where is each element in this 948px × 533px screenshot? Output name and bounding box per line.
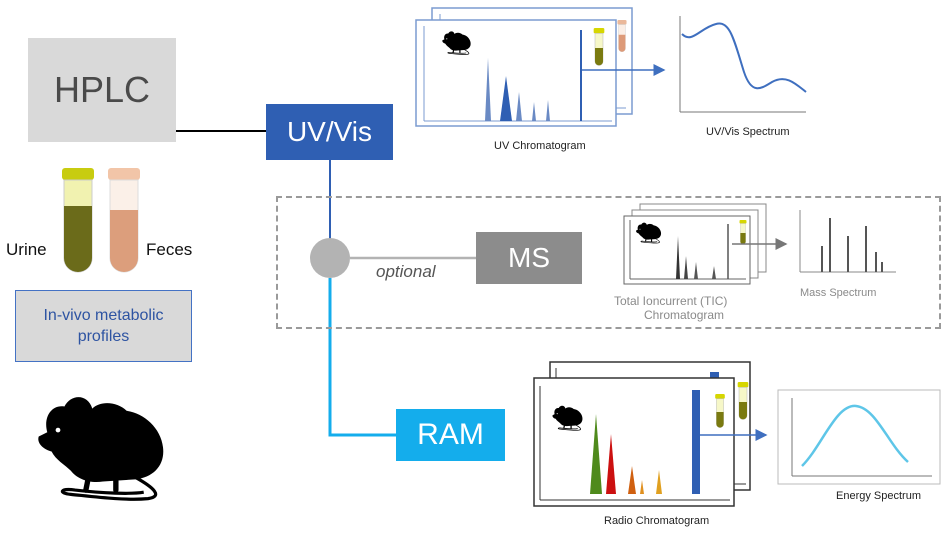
ms-box: MS bbox=[476, 232, 582, 284]
energy-spectrum-graphic bbox=[777, 389, 941, 485]
tic-label-line2: Chromatogram bbox=[644, 308, 725, 322]
hplc-box: HPLC bbox=[28, 38, 176, 142]
metabolic-profiles-box: In-vivo metabolic profiles bbox=[15, 290, 192, 362]
feces-label: Feces bbox=[146, 240, 193, 259]
uv-chromatogram-graphic bbox=[415, 7, 666, 127]
mass-spectrum-label: Mass Spectrum bbox=[800, 287, 877, 299]
rat-icon bbox=[38, 397, 163, 499]
radio-chromatogram-graphic bbox=[533, 361, 768, 507]
urine-tube-icon bbox=[62, 168, 94, 273]
ram-connector bbox=[328, 278, 396, 437]
energy-spectrum-label: Energy Spectrum bbox=[836, 490, 921, 502]
ram-box: RAM bbox=[396, 409, 505, 461]
uv-spectrum-graphic bbox=[679, 16, 807, 113]
tic-chromatogram-graphic bbox=[623, 203, 788, 285]
tic-label-line1: Total Ioncurrent (TIC) bbox=[614, 294, 728, 308]
mass-spectrum-graphic bbox=[799, 210, 896, 273]
feces-tube-icon bbox=[108, 168, 140, 273]
optional-label: optional bbox=[376, 262, 436, 281]
uv-vis-box: UV/Vis bbox=[266, 104, 393, 160]
uv-spectrum-label: UV/Vis Spectrum bbox=[706, 126, 790, 138]
uv-chromatogram-label: UV Chromatogram bbox=[494, 140, 586, 152]
splitter-node bbox=[310, 238, 350, 278]
optional-ms-region bbox=[276, 196, 941, 329]
radio-chromatogram-label: Radio Chromatogram bbox=[604, 515, 710, 527]
urine-label: Urine bbox=[6, 240, 47, 259]
